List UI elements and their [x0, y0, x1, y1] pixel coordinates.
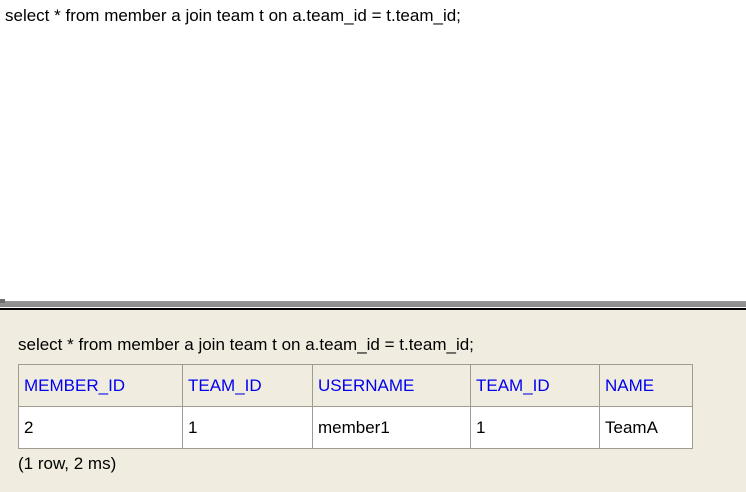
header-row: MEMBER_ID TEAM_ID USERNAME TEAM_ID NAME	[18, 364, 693, 407]
cell-team-id: 1	[182, 406, 313, 449]
cell-name: TeamA	[599, 406, 693, 449]
executed-query: select * from member a join team t on a.…	[18, 335, 474, 354]
column-header-team-id-2: TEAM_ID	[470, 364, 600, 407]
table-row: 2 1 member1 1 TeamA	[18, 406, 693, 449]
column-header-team-id: TEAM_ID	[182, 364, 313, 407]
cell-team-id-2: 1	[470, 406, 600, 449]
splitter-handle[interactable]	[0, 299, 5, 303]
status-text: (1 row, 2 ms)	[18, 454, 117, 473]
sql-editor[interactable]: select * from member a join team t on a.…	[0, 0, 746, 301]
cell-member-id: 2	[18, 406, 183, 449]
splitter-bar[interactable]	[0, 299, 746, 308]
result-table: MEMBER_ID TEAM_ID USERNAME TEAM_ID NAME …	[18, 364, 693, 449]
column-header-username: USERNAME	[312, 364, 471, 407]
sql-query-text: select * from member a join team t on a.…	[5, 6, 461, 25]
column-header-member-id: MEMBER_ID	[18, 364, 183, 407]
cell-username: member1	[312, 406, 471, 449]
column-header-name: NAME	[599, 364, 693, 407]
results-panel: select * from member a join team t on a.…	[0, 308, 746, 492]
